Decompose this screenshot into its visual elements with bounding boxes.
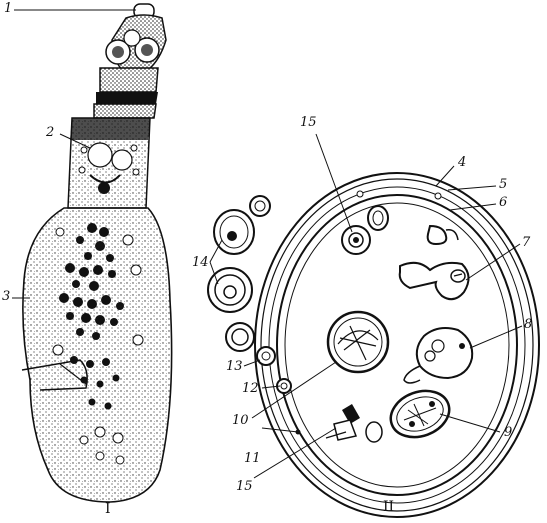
label-15-bottom: 15 bbox=[236, 479, 253, 494]
label-10: 10 bbox=[232, 413, 249, 428]
label-12: 12 bbox=[242, 381, 259, 396]
panel-label-left: I bbox=[105, 501, 111, 517]
scolex bbox=[105, 3, 167, 71]
free-eggs bbox=[207, 195, 271, 352]
egg-diagram bbox=[207, 133, 540, 518]
label-2: 2 bbox=[46, 125, 55, 140]
small-eggs bbox=[256, 346, 292, 394]
vesicle-top bbox=[341, 205, 389, 255]
neck-segments bbox=[93, 67, 159, 119]
label-13: 13 bbox=[226, 359, 243, 374]
gravid-segment bbox=[21, 207, 173, 503]
mature-segment bbox=[67, 117, 151, 209]
right-leader-lines bbox=[209, 133, 523, 479]
panel-label-right: II bbox=[383, 499, 395, 515]
label-7: 7 bbox=[522, 235, 531, 250]
central-larva bbox=[326, 310, 390, 374]
label-3: 3 bbox=[2, 289, 11, 304]
label-9: 9 bbox=[504, 425, 513, 440]
label-6: 6 bbox=[499, 195, 508, 210]
bottom-cluster bbox=[295, 190, 442, 443]
label-5: 5 bbox=[499, 177, 508, 192]
label-11: 11 bbox=[244, 451, 261, 466]
embryo-oval bbox=[389, 389, 451, 439]
label-1: 1 bbox=[4, 1, 13, 16]
sporocyst bbox=[403, 327, 474, 384]
label-8: 8 bbox=[524, 317, 533, 332]
label-14: 14 bbox=[192, 255, 209, 270]
label-4: 4 bbox=[458, 155, 467, 170]
tapeworm-strobila bbox=[12, 3, 173, 503]
label-15-top: 15 bbox=[300, 115, 317, 130]
cercariae bbox=[398, 224, 470, 301]
left-leader-lines bbox=[12, 9, 136, 299]
